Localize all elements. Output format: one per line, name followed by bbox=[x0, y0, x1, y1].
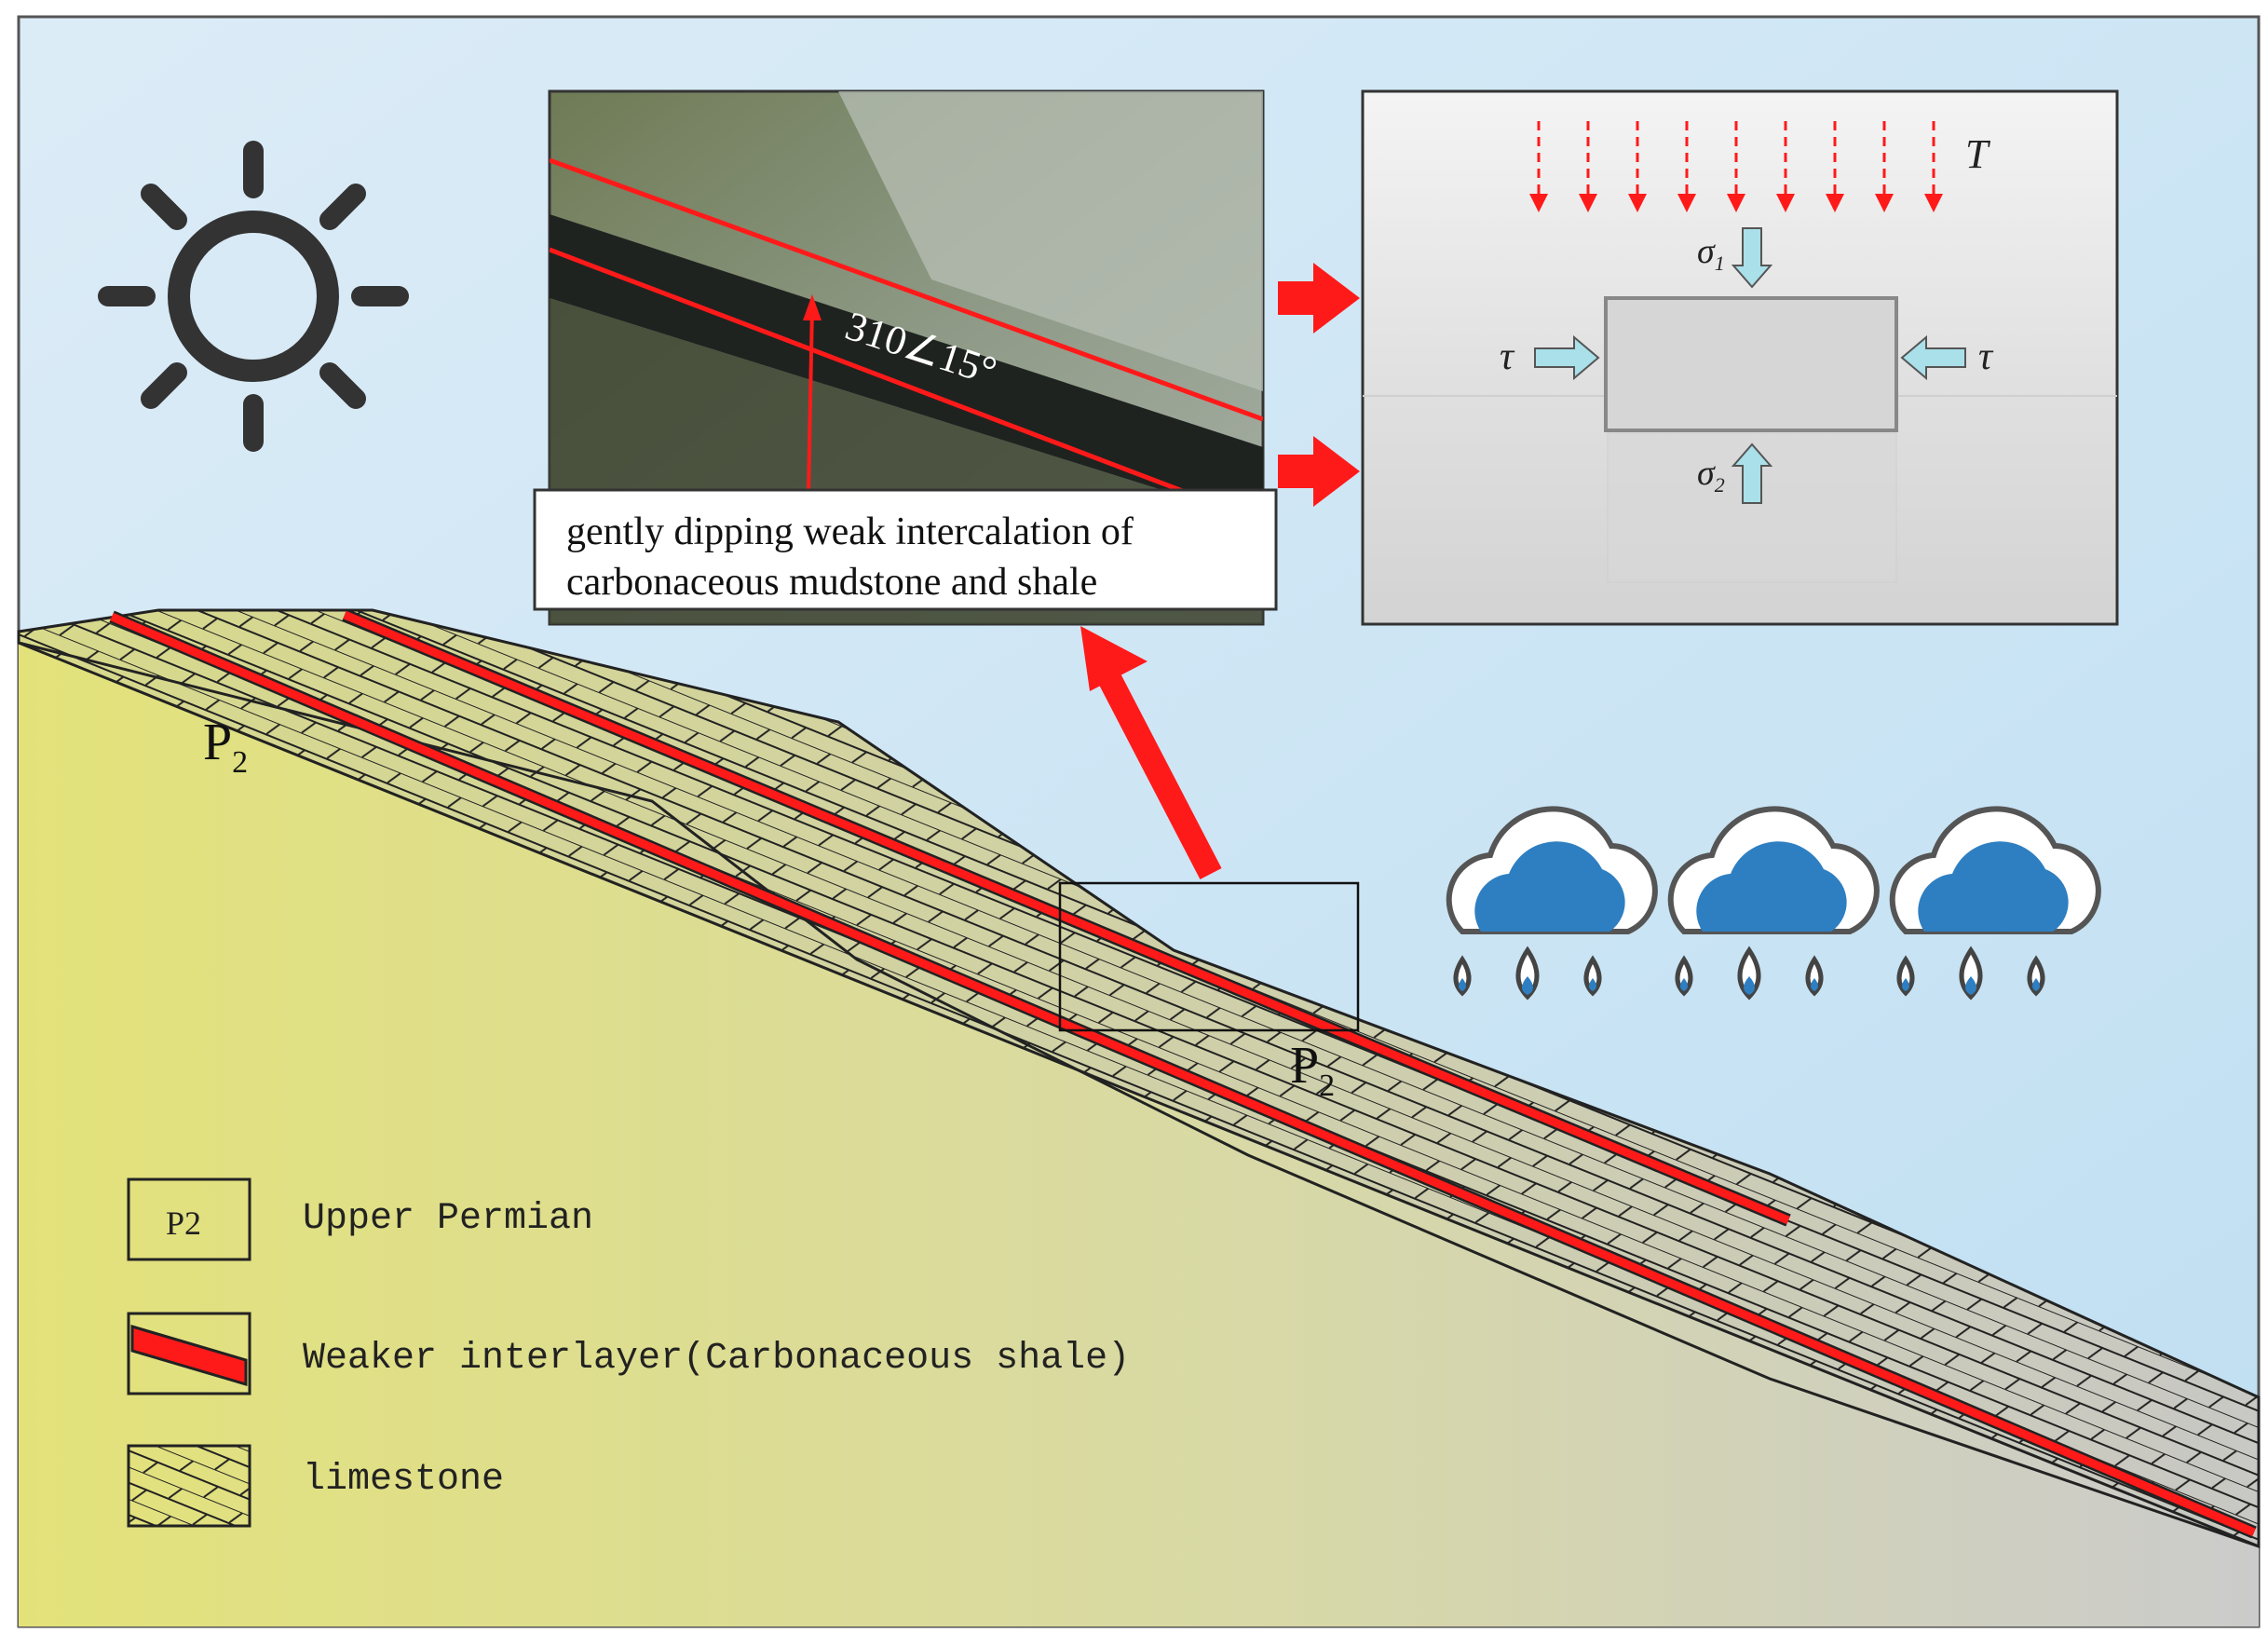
legend-item-weaker-interlayer: Weaker interlayer(Carbonaceous shale) bbox=[127, 1312, 1130, 1395]
sigma1-arrow-icon bbox=[1731, 227, 1773, 289]
rain-cloud-icon bbox=[1667, 806, 1880, 1000]
legend: P2 Upper Permian Weaker interlayer(Carbo… bbox=[127, 1177, 1130, 1528]
legend-item-limestone: limestone bbox=[127, 1444, 504, 1528]
legend-label-weaker-interlayer: Weaker interlayer(Carbonaceous shale) bbox=[303, 1338, 1130, 1380]
caption-line-2: carbonaceous mudstone and shale bbox=[566, 561, 1097, 604]
red-arrow-icon bbox=[1278, 263, 1360, 507]
red-arrow-icon bbox=[1080, 626, 1222, 879]
legend-item-upper-permian: P2 Upper Permian bbox=[127, 1177, 593, 1261]
limestone-brick-hatch bbox=[19, 610, 2259, 1546]
stress-block bbox=[1604, 296, 1898, 432]
label-tau-left: τ bbox=[1500, 335, 1515, 378]
legend-label-limestone: limestone bbox=[303, 1459, 504, 1501]
rain-cloud-icon bbox=[1889, 806, 2101, 1000]
tau-left-arrow-icon bbox=[1534, 334, 1600, 381]
photo-caption-box: gently dipping weak intercalation of car… bbox=[533, 488, 1278, 611]
label-sigma1: σ1 bbox=[1697, 232, 1725, 275]
stratum-label-upper-left: P2 bbox=[203, 714, 248, 780]
caption-line-1: gently dipping weak intercalation of bbox=[566, 510, 1134, 553]
sigma2-arrow-icon bbox=[1731, 442, 1773, 504]
stress-panel: T σ1 σ2 τ τ bbox=[1361, 89, 2119, 626]
sun-icon bbox=[98, 141, 409, 452]
load-arrows-T bbox=[1537, 121, 1935, 197]
rain-cloud-icon bbox=[1446, 806, 1658, 1000]
tau-right-arrow-icon bbox=[1900, 334, 1966, 381]
label-tau-right: τ bbox=[1978, 335, 1994, 378]
legend-label-upper-permian: Upper Permian bbox=[303, 1198, 593, 1240]
label-T: T bbox=[1965, 131, 1991, 177]
stratum-label-mid: P2 bbox=[1290, 1037, 1335, 1103]
svg-text:P2: P2 bbox=[166, 1205, 201, 1242]
strata-lower-edge bbox=[18, 641, 2260, 1548]
focus-rectangle bbox=[1058, 881, 1360, 1032]
label-sigma2: σ2 bbox=[1697, 454, 1725, 497]
